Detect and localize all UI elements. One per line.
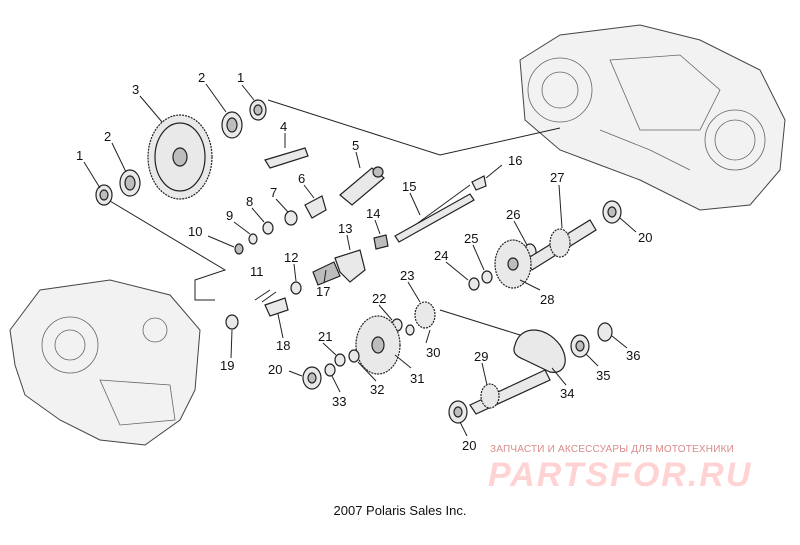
- callout-4: 4: [280, 119, 287, 134]
- callout-20c: 20: [462, 438, 476, 453]
- callout-5: 5: [352, 138, 359, 153]
- callout-32: 32: [370, 382, 384, 397]
- callout-19: 19: [220, 358, 234, 373]
- callout-24: 24: [434, 248, 448, 263]
- part-gear-3: [147, 114, 213, 200]
- callout-35: 35: [596, 368, 610, 383]
- part-gear-23: [414, 301, 436, 329]
- part-pin-11: [254, 289, 277, 303]
- callout-31: 31: [410, 371, 424, 386]
- callout-labels: 1 2 3 2 1 4 5 6 7 8 9 10 11 12 13 14 15 …: [76, 70, 652, 453]
- callout-1b: 1: [237, 70, 244, 85]
- part-shaft-27: [524, 219, 597, 271]
- part-washer-24: [468, 277, 480, 291]
- callout-2a: 2: [104, 129, 111, 144]
- part-washer-10: [234, 243, 244, 255]
- callout-10: 10: [188, 224, 202, 239]
- part-shaft-29: [469, 369, 551, 415]
- callout-17: 17: [316, 284, 330, 299]
- part-shift-drum-5: [339, 166, 385, 206]
- part-washer-33: [324, 363, 336, 377]
- part-washer-21: [334, 353, 346, 367]
- callout-12: 12: [284, 250, 298, 265]
- callout-33: 33: [332, 394, 346, 409]
- callout-14: 14: [366, 206, 380, 221]
- callout-11: 11: [250, 264, 264, 279]
- part-bearing-1a: [95, 184, 113, 206]
- part-bearing-20b: [602, 200, 622, 224]
- callout-16: 16: [508, 153, 522, 168]
- part-gear-28: [494, 239, 532, 289]
- part-washer-30: [405, 324, 415, 336]
- part-lever-18: [264, 297, 289, 317]
- callout-29: 29: [474, 349, 488, 364]
- callout-26: 26: [506, 207, 520, 222]
- callout-20b: 20: [638, 230, 652, 245]
- part-bearing-1b: [249, 99, 267, 121]
- part-plate-6: [304, 195, 327, 219]
- callout-13: 13: [338, 221, 352, 236]
- part-bearing-2b: [221, 111, 243, 139]
- part-washer-7: [284, 210, 298, 226]
- callout-23: 23: [400, 268, 414, 283]
- callout-9: 9: [226, 208, 233, 223]
- callout-8: 8: [246, 194, 253, 209]
- callout-2b: 2: [198, 70, 205, 85]
- callout-21: 21: [318, 329, 332, 344]
- transmission-case-right: [519, 24, 786, 211]
- callout-36: 36: [626, 348, 640, 363]
- part-clip-19: [225, 314, 239, 330]
- callout-18: 18: [276, 338, 290, 353]
- part-washer-25: [481, 270, 493, 284]
- part-washer-12: [290, 281, 302, 295]
- callout-34: 34: [560, 386, 574, 401]
- part-seal-36: [597, 322, 613, 342]
- transmission-case-left: [9, 279, 201, 446]
- part-washer-9: [248, 233, 258, 245]
- watermark-tagline: ЗАПЧАСТИ И АКСЕССУАРЫ ДЛЯ МОТОТЕХНИКИ: [490, 444, 735, 455]
- part-gear-31: [355, 315, 401, 375]
- part-chain-34: [513, 329, 566, 373]
- callout-1a: 1: [76, 148, 83, 163]
- callout-30: 30: [426, 345, 440, 360]
- callout-3: 3: [132, 82, 139, 97]
- watermark-brand: PARTSFOR.RU: [488, 456, 753, 494]
- part-detent-16: [471, 175, 487, 191]
- callout-7: 7: [270, 185, 277, 200]
- callout-6: 6: [298, 171, 305, 186]
- part-shift-fork-4: [264, 147, 309, 169]
- callout-22: 22: [372, 291, 386, 306]
- part-fork-13: [334, 249, 366, 283]
- part-shaft-15: [394, 193, 475, 243]
- callout-27: 27: [550, 170, 564, 185]
- part-spring-14: [373, 234, 389, 250]
- part-bearing-2a: [119, 169, 141, 197]
- callout-leaders: [83, 83, 637, 437]
- part-bearing-20c: [448, 400, 468, 424]
- callout-20a: 20: [268, 362, 282, 377]
- part-washer-8: [262, 221, 274, 235]
- callout-28: 28: [540, 292, 554, 307]
- callout-25: 25: [464, 231, 478, 246]
- part-bearing-35: [570, 334, 590, 358]
- copyright-footer: 2007 Polaris Sales Inc.: [333, 503, 467, 518]
- part-washer-32: [348, 349, 360, 363]
- part-spring-17: [312, 261, 341, 286]
- callout-15: 15: [402, 179, 416, 194]
- part-bearing-20a: [302, 366, 322, 390]
